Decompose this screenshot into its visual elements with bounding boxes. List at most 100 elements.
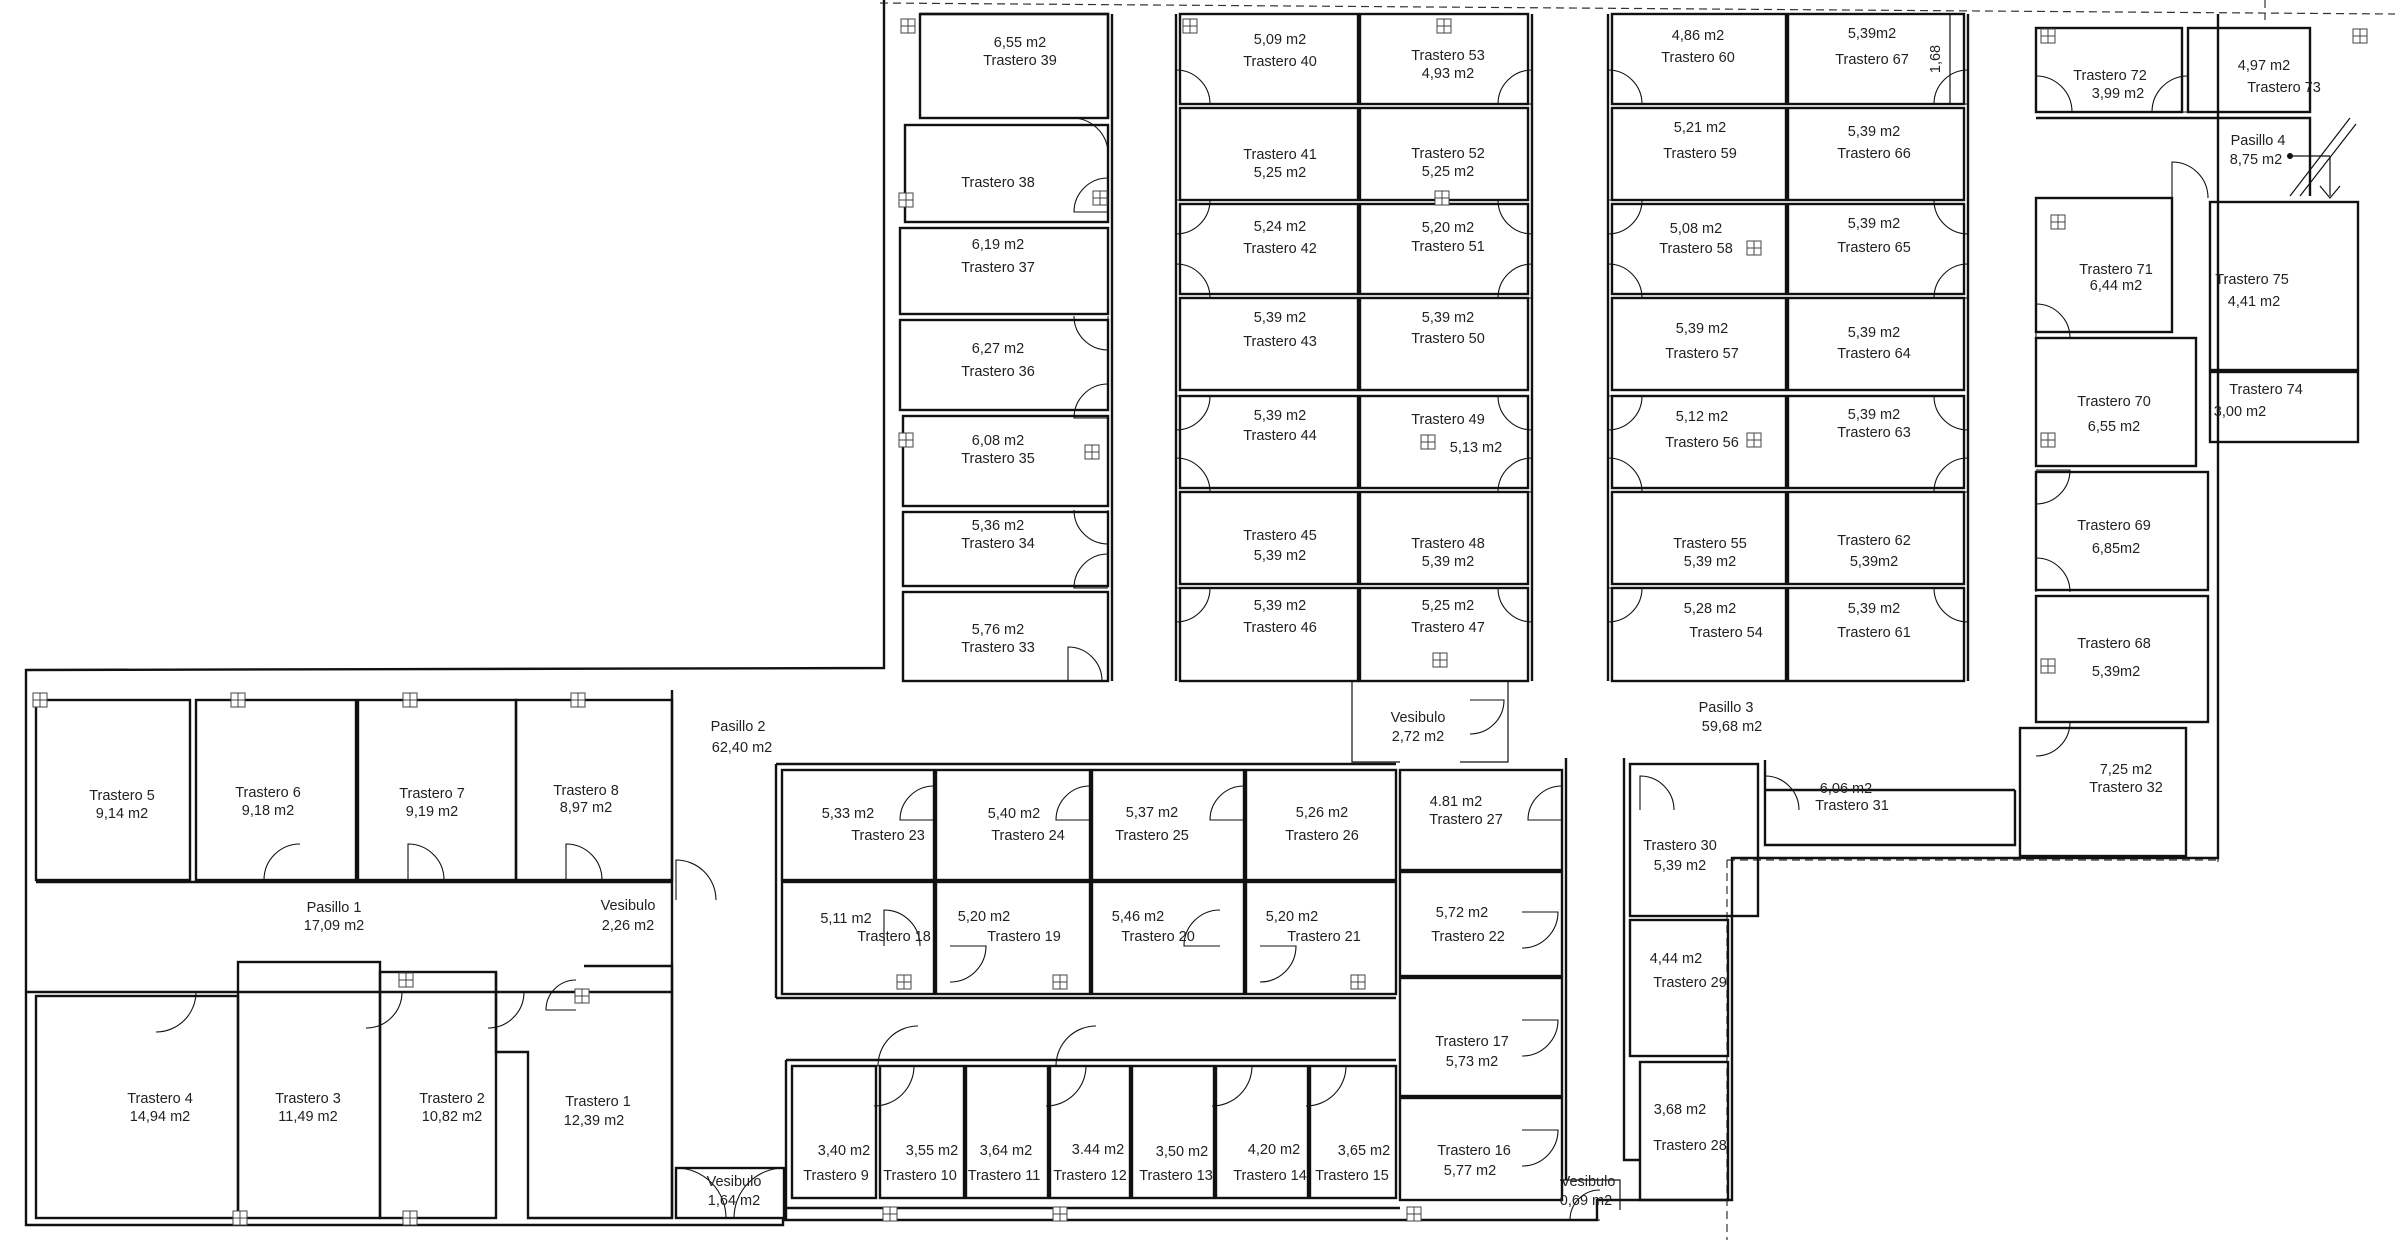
room-area: 5,21 m2 (1674, 120, 1726, 136)
room-area: 5,11 m2 (820, 911, 871, 927)
room-area: 5,20 m2 (1422, 220, 1474, 236)
door-swing (487, 991, 525, 1029)
door-swing (1569, 1189, 1601, 1221)
room-name: Trastero 13 (1139, 1168, 1213, 1184)
room-name: Trastero 36 (961, 364, 1035, 380)
door-swing (1073, 315, 1109, 351)
vent-icon (1746, 240, 1762, 256)
room-area: 5,77 m2 (1444, 1163, 1496, 1179)
room-area: 5,73 m2 (1446, 1054, 1498, 1070)
room-name: Pasillo 3 (1699, 700, 1754, 716)
room-name: Trastero 45 (1243, 528, 1317, 544)
room-area: 7,25 m2 (2100, 762, 2152, 778)
room-area: 8,97 m2 (560, 800, 612, 816)
room-area: 5,46 m2 (1112, 909, 1164, 925)
room-name: Trastero 61 (1837, 625, 1911, 641)
room-name: Vesibulo (1561, 1174, 1616, 1190)
room-area: 11,49 m2 (278, 1109, 337, 1125)
door-swing (1607, 587, 1643, 623)
room-area: 5,26 m2 (1296, 805, 1348, 821)
room-area: 5,72 m2 (1436, 905, 1488, 921)
room-labels: Trastero 39 6,55 m2 Trastero 38 Trastero… (89, 26, 2321, 1209)
vent-icon (896, 974, 912, 990)
door-swing (1211, 1065, 1253, 1107)
door-swing (1607, 263, 1643, 299)
room-name: Trastero 38 (961, 175, 1035, 191)
door-swing (2035, 557, 2071, 593)
vent-icon (900, 18, 916, 34)
dimension-label: 1,68 (1928, 45, 1944, 73)
vent-icon (1432, 652, 1448, 668)
vent-icon (1182, 18, 1198, 34)
room-area: 3,64 m2 (980, 1143, 1032, 1159)
room-name: Trastero 4 (127, 1091, 193, 1107)
room-area: 2,26 m2 (602, 918, 654, 934)
door-swing (2171, 161, 2209, 199)
vent-icon (570, 692, 586, 708)
door-swing (1175, 457, 1211, 493)
door-swing (2035, 75, 2073, 113)
room-name: Trastero 17 (1435, 1034, 1509, 1050)
vent-icon (2040, 658, 2056, 674)
room-name: Pasillo 2 (711, 719, 766, 735)
room-area: 5,39 m2 (1254, 310, 1306, 326)
vent-icon (1434, 190, 1450, 206)
door-swing (2035, 721, 2071, 757)
room-name: Trastero 1 (565, 1094, 631, 1110)
room-area: 0,69 m2 (1560, 1193, 1612, 1209)
room-name: Trastero 31 (1815, 798, 1889, 814)
vent-icon (1350, 974, 1366, 990)
room-name: Trastero 26 (1285, 828, 1359, 844)
door-swing (1055, 785, 1091, 821)
door-swing (1209, 785, 1245, 821)
door-swing (1497, 199, 1533, 235)
room-name: Trastero 11 (968, 1168, 1041, 1184)
vent-icon (1052, 974, 1068, 990)
vent-icon (1092, 190, 1108, 206)
door-swing (1175, 69, 1211, 105)
room-area: 8,75 m2 (2230, 152, 2282, 168)
room-name: Pasillo 4 (2231, 133, 2286, 149)
room-name: Trastero 68 (2077, 636, 2151, 652)
room-name: Trastero 29 (1653, 975, 1727, 991)
room-area: 12,39 m2 (564, 1113, 624, 1129)
room-area: 2,72 m2 (1392, 729, 1444, 745)
door-swing (1933, 199, 1969, 235)
room-name: Trastero 18 (857, 929, 931, 945)
room-name: Trastero 67 (1835, 52, 1909, 68)
room-area: 9,18 m2 (242, 803, 294, 819)
door-swing (1175, 587, 1211, 623)
room-name: Trastero 55 (1673, 536, 1747, 552)
room-name: Trastero 57 (1665, 346, 1739, 362)
room-area: 17,09 m2 (304, 918, 364, 934)
room-name: Trastero 53 (1411, 48, 1485, 64)
room-area: 5,39 m2 (1254, 598, 1306, 614)
room-name: Trastero 72 (2073, 68, 2147, 84)
room-area: 5,37 m2 (1126, 805, 1178, 821)
room-area: 59,68 m2 (1702, 719, 1762, 735)
walls (24, 0, 2360, 1227)
door-swing (1639, 775, 1675, 811)
vent-icon (1406, 1206, 1422, 1222)
room-area: 5,24 m2 (1254, 219, 1306, 235)
vent-icon (574, 988, 590, 1004)
room-name: Trastero 21 (1287, 929, 1361, 945)
room-area: 62,40 m2 (712, 740, 772, 756)
door-swing (1527, 785, 1563, 821)
room-area: 4,44 m2 (1650, 951, 1702, 967)
vent-icon (1084, 444, 1100, 460)
room-area: 5,39m2 (2092, 664, 2140, 680)
room-name: Trastero 49 (1411, 412, 1485, 428)
room-name: Trastero 48 (1411, 536, 1485, 552)
room-name: Trastero 51 (1411, 239, 1485, 255)
room-name: Trastero 40 (1243, 54, 1317, 70)
door-swing (675, 1167, 727, 1219)
room-name: Trastero 10 (883, 1168, 957, 1184)
room-area: 5,39m2 (1848, 26, 1896, 42)
room-name: Vesibulo (707, 1174, 762, 1190)
room-name: Trastero 30 (1643, 838, 1717, 854)
room-area: 6,06 m2 (1820, 781, 1872, 797)
room-area: 4,41 m2 (2228, 294, 2280, 310)
room-name: Trastero 22 (1431, 929, 1505, 945)
